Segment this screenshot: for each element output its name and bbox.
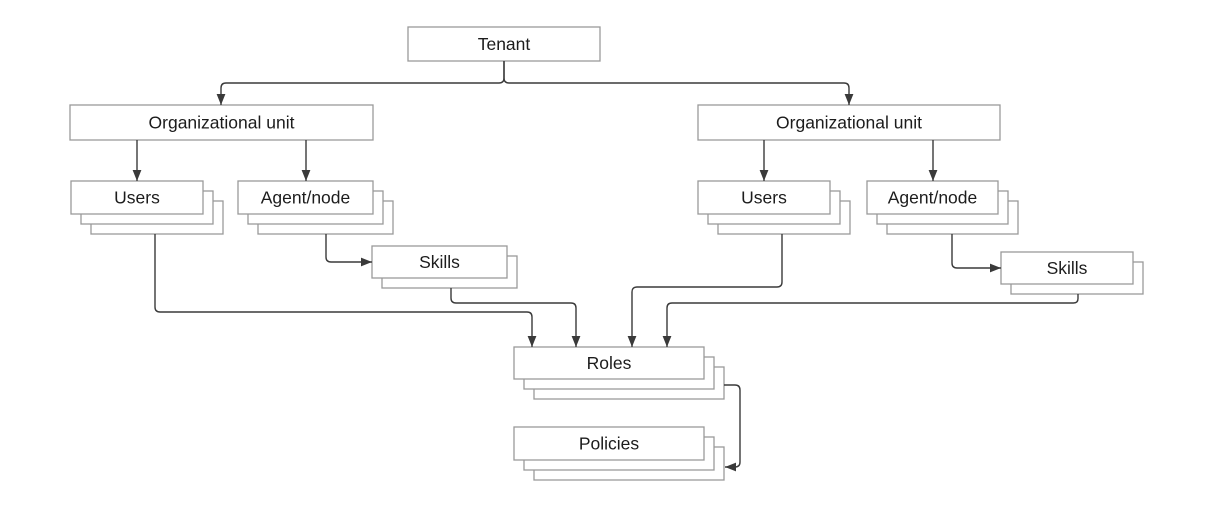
users-left-box xyxy=(70,180,204,215)
connector-roles-to-policies xyxy=(724,384,741,472)
skills-right-label: Skills xyxy=(1047,258,1088,278)
tenant-label: Tenant xyxy=(478,34,531,54)
connector-skills-right-to-roles xyxy=(662,294,1079,347)
org-unit-left-box xyxy=(69,104,374,141)
org-unit-right-label: Organizational unit xyxy=(776,113,922,133)
agent-node-right-label: Agent/node xyxy=(888,188,978,208)
roles-box xyxy=(513,346,705,380)
node-agent-node-left: Agent/node xyxy=(237,180,394,235)
diagram-connectors xyxy=(132,61,1079,472)
connector-tenant-to-org-unit-right xyxy=(503,61,854,105)
policies-box xyxy=(513,426,705,461)
roles-label: Roles xyxy=(587,353,632,373)
agent-node-left-box xyxy=(237,180,374,215)
node-tenant: Tenant xyxy=(407,26,601,62)
policies-label: Policies xyxy=(579,434,640,454)
node-roles: Roles xyxy=(513,346,725,400)
agent-node-right-box xyxy=(866,180,999,215)
node-org-unit-left: Organizational unit xyxy=(69,104,374,141)
agent-node-left-label: Agent/node xyxy=(261,188,351,208)
tenant-box xyxy=(407,26,601,62)
node-agent-node-right: Agent/node xyxy=(866,180,1019,235)
users-right-label: Users xyxy=(741,188,787,208)
node-users-left: Users xyxy=(70,180,224,235)
org-unit-left-label: Organizational unit xyxy=(149,113,295,133)
connector-agent-right-to-skills-right xyxy=(951,234,1001,273)
users-left-label: Users xyxy=(114,188,160,208)
node-policies: Policies xyxy=(513,426,725,481)
node-skills-right: Skills xyxy=(1000,251,1144,295)
node-skills-left: Skills xyxy=(371,245,518,289)
skills-right-box xyxy=(1000,251,1134,285)
connector-skills-left-to-roles xyxy=(450,288,581,347)
connector-users-left-to-roles xyxy=(154,234,537,347)
connector-tenant-to-org-unit-left xyxy=(216,61,505,105)
node-org-unit-right: Organizational unit xyxy=(697,104,1001,141)
node-users-right: Users xyxy=(697,180,851,235)
connector-agent-left-to-skills-left xyxy=(325,234,372,267)
connector-users-right-to-roles xyxy=(627,234,783,347)
skills-left-box xyxy=(371,245,508,279)
skills-left-label: Skills xyxy=(419,252,460,272)
